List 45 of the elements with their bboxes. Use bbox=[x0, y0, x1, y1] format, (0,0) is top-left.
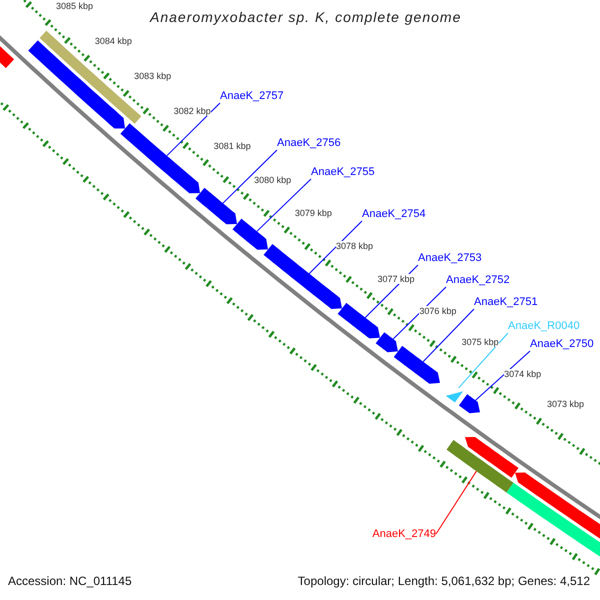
tick-label: 3077 kbp bbox=[378, 274, 415, 284]
leader-line bbox=[222, 150, 278, 204]
leader-line bbox=[256, 178, 312, 232]
tick-label: 3083 kbp bbox=[134, 71, 172, 82]
tick-label: 3073 kbp bbox=[547, 399, 584, 410]
gene-block bbox=[196, 188, 237, 224]
gene-label: AnaeK_2751 bbox=[474, 296, 538, 309]
gene-block bbox=[338, 302, 380, 338]
gene-label: AnaeK_2755 bbox=[311, 166, 375, 179]
gene-bar bbox=[446, 440, 514, 493]
leader-line bbox=[166, 102, 220, 156]
tick-label: 3075 kbp bbox=[462, 337, 499, 348]
leader-line bbox=[392, 286, 446, 340]
tick-label: 3079 kbp bbox=[294, 208, 332, 218]
tick-label: 3085 kbp bbox=[56, 0, 94, 11]
gene-label: AnaeK_2756 bbox=[277, 137, 341, 150]
gene-label: AnaeK_R0040 bbox=[508, 320, 580, 333]
gene-label: AnaeK_2754 bbox=[362, 208, 426, 221]
genome-stats-label: Topology: circular; Length: 5,061,632 bp; Genes: 4,512 bbox=[298, 574, 590, 588]
accession-label: Accession: NC_011145 bbox=[8, 574, 132, 588]
gene-triangle bbox=[446, 391, 464, 402]
gene-block bbox=[376, 332, 398, 352]
gene-label: AnaeK_2753 bbox=[418, 252, 482, 265]
tick-label: 3078 kbp bbox=[336, 241, 374, 252]
gene-block bbox=[232, 218, 268, 250]
tick-label: 3074 kbp bbox=[504, 368, 542, 379]
gene-block bbox=[458, 394, 480, 414]
leader-line bbox=[458, 332, 508, 388]
tick-label: 3082 kbp bbox=[174, 106, 211, 116]
gene-label: AnaeK_2752 bbox=[446, 274, 510, 287]
gene-label: AnaeK_2750 bbox=[530, 338, 594, 351]
title: Anaeromyxobacter sp. K, complete genome bbox=[150, 9, 462, 25]
leader-line bbox=[308, 220, 362, 274]
leader-line bbox=[436, 470, 477, 534]
tick-label: 3080 kbp bbox=[254, 174, 292, 185]
gene-label: AnaeK_2757 bbox=[220, 90, 284, 103]
gene-block bbox=[394, 346, 440, 384]
leader-line bbox=[422, 308, 474, 362]
gene-block bbox=[120, 123, 200, 194]
tick-label: 3084 kbp bbox=[94, 36, 132, 46]
gene-label: AnaeK_2749 bbox=[372, 528, 436, 540]
leader-line bbox=[475, 350, 530, 401]
tick-label: 3076 kbp bbox=[419, 306, 456, 316]
gene-block bbox=[465, 437, 518, 478]
tick-label: 3081 kbp bbox=[214, 140, 251, 151]
